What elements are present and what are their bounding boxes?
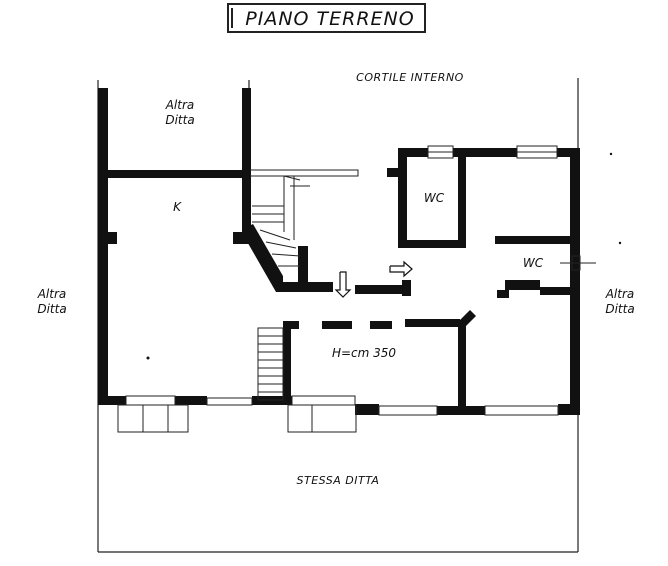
label-neighbor-top-2: Ditta bbox=[165, 113, 194, 127]
label-neighbor-right-2: Ditta bbox=[605, 302, 634, 316]
plan-title: PIANO TERRENO bbox=[245, 8, 414, 30]
mark-dot bbox=[146, 356, 150, 360]
mark-dot bbox=[609, 152, 613, 156]
label-cortile-interno: CORTILE INTERNO bbox=[356, 71, 464, 84]
staircase-lower bbox=[257, 327, 284, 401]
wall-bottom-right bbox=[355, 404, 379, 415]
wall-corridor-b bbox=[355, 285, 410, 294]
wall-corridor-a bbox=[278, 282, 333, 292]
wall-wc1-left bbox=[398, 148, 407, 248]
wall-bottom-left bbox=[98, 396, 126, 405]
wall-wc1-right bbox=[458, 148, 466, 248]
wall-middle-left bbox=[283, 321, 291, 396]
label-wc-2: WC bbox=[523, 256, 544, 270]
wall-wc2-top bbox=[495, 236, 575, 244]
direction-arrow-icon bbox=[389, 260, 413, 278]
label-stessa-ditta: STESSA DITTA bbox=[297, 474, 380, 487]
windows bbox=[125, 145, 596, 416]
wall-stair-column bbox=[242, 88, 251, 236]
entry-arrow-icon bbox=[334, 271, 352, 298]
label-kitchen: K bbox=[173, 200, 182, 214]
mark-dot bbox=[618, 241, 622, 245]
entrance-steps bbox=[117, 404, 357, 433]
label-height: H=cm 350 bbox=[332, 346, 396, 360]
wall-middle-right bbox=[458, 322, 466, 414]
label-neighbor-right-1: Altra bbox=[605, 287, 635, 301]
wall-right bbox=[570, 148, 580, 414]
label-neighbor-top-1: Altra bbox=[165, 98, 195, 112]
wall-wc1-bottom bbox=[398, 240, 466, 248]
label-neighbor-left-2: Ditta bbox=[37, 302, 66, 316]
wall-left bbox=[98, 88, 108, 404]
wall-top-wc bbox=[398, 148, 428, 157]
wall-top-k bbox=[98, 170, 250, 178]
label-wc-1: WC bbox=[424, 191, 445, 205]
walls bbox=[98, 88, 580, 415]
label-neighbor-left-1: Altra bbox=[37, 287, 67, 301]
title-box: PIANO TERRENO bbox=[227, 3, 426, 33]
staircase-upper bbox=[250, 169, 359, 267]
